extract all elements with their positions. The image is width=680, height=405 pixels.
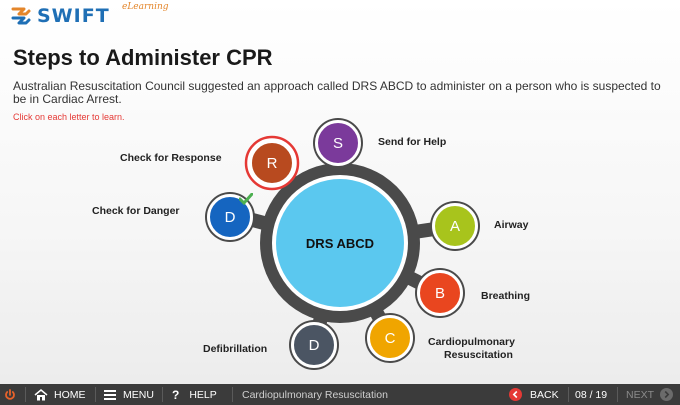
menu-label: MENU <box>123 388 154 401</box>
footer-divider <box>568 387 569 402</box>
step-letter: D <box>308 336 320 354</box>
menu-button[interactable]: MENU <box>104 384 154 405</box>
page-title: Steps to Administer CPR <box>13 45 273 70</box>
brand-name: SWIFT <box>37 5 110 27</box>
label-airway: Airway <box>494 219 529 231</box>
help-label: HELP <box>189 388 217 401</box>
back-button[interactable]: BACK <box>509 384 559 405</box>
step-d-danger-button[interactable]: D <box>207 194 253 240</box>
step-a-airway-button[interactable]: A <box>432 203 478 249</box>
step-r-response-button[interactable]: R <box>249 140 295 186</box>
footer-nav-bar: HOME MENU ? HELP Cardiopulmonary Resusci… <box>0 384 680 405</box>
next-arrow-icon <box>660 388 674 401</box>
step-letter: D <box>224 208 236 226</box>
label-breathing: Breathing <box>481 290 531 302</box>
step-c-cpr-button[interactable]: C <box>367 315 413 361</box>
brand-logo: SWIFT eLearning <box>10 2 169 29</box>
module-title: Cardiopulmonary Resuscitation <box>242 388 388 401</box>
label-check-danger: Check for Danger <box>92 205 180 217</box>
step-letter: C <box>384 329 396 347</box>
step-s-help-button[interactable]: S <box>315 120 361 166</box>
back-arrow-icon <box>509 388 522 401</box>
footer-divider <box>25 387 26 402</box>
help-button[interactable]: ? HELP <box>172 384 217 405</box>
next-button[interactable]: NEXT <box>626 384 674 405</box>
help-icon: ? <box>172 387 180 402</box>
power-icon <box>5 388 15 400</box>
menu-icon <box>104 389 116 400</box>
step-d-defibrillation-button[interactable]: D <box>291 322 337 368</box>
home-icon <box>34 388 48 400</box>
label-send-help: Send for Help <box>378 136 447 148</box>
footer-divider <box>232 387 233 402</box>
diagram-center-label: DRS ABCD <box>305 235 375 251</box>
next-label: NEXT <box>626 388 655 401</box>
swift-logo-icon <box>10 5 32 27</box>
lesson-stage: SWIFT eLearning Steps to Administer CPR … <box>0 0 680 384</box>
step-letter: B <box>434 284 445 302</box>
label-check-response: Check for Response <box>120 152 222 164</box>
intro-text: Australian Resuscitation Council suggest… <box>13 79 661 106</box>
visited-check-icon <box>238 192 254 210</box>
step-b-breathing-button[interactable]: B <box>417 270 463 316</box>
power-button[interactable] <box>4 384 20 405</box>
step-letter: R <box>266 154 278 172</box>
step-letter: A <box>449 217 460 235</box>
step-letter: S <box>332 134 343 152</box>
label-cpr-line1: Cardiopulmonary <box>428 336 515 348</box>
page-indicator: 08 / 19 <box>575 388 608 401</box>
instruction-text: Click on each letter to learn. <box>13 112 125 122</box>
footer-divider <box>95 387 96 402</box>
label-cpr-line2: Resuscitation <box>444 349 513 361</box>
brand-tagline: eLearning <box>122 2 169 12</box>
label-defibrillation: Defibrillation <box>203 343 268 355</box>
label-cpr: Cardiopulmonary Resuscitation <box>428 336 515 362</box>
footer-divider <box>162 387 163 402</box>
home-label: HOME <box>54 388 86 401</box>
footer-divider <box>617 387 618 402</box>
back-label: BACK <box>530 388 559 401</box>
home-button[interactable]: HOME <box>34 384 86 405</box>
